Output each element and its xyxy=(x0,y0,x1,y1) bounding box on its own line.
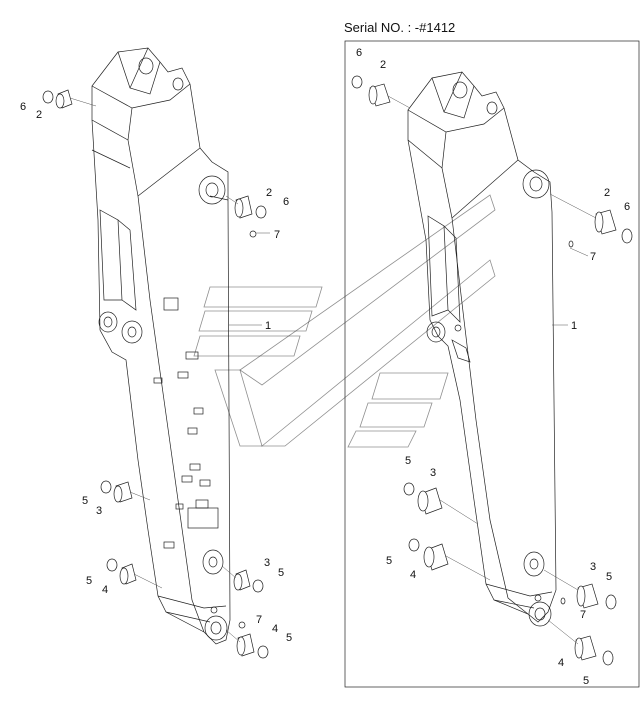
shim-5-right-d xyxy=(602,650,614,666)
callout-5: 5 xyxy=(583,675,589,687)
grease-fitting-7-left-b xyxy=(238,621,246,629)
callout-2: 2 xyxy=(36,109,42,121)
left-parts xyxy=(42,89,269,659)
callout-6: 6 xyxy=(283,196,289,208)
callout-7: 7 xyxy=(590,251,596,263)
callout-5: 5 xyxy=(606,571,612,583)
watermark-logo xyxy=(193,194,496,448)
callout-5: 5 xyxy=(405,455,411,467)
right-parts xyxy=(351,75,633,666)
callout-7: 7 xyxy=(274,229,280,241)
shim-5-left-c xyxy=(252,579,264,593)
shim-6-right-top xyxy=(351,75,363,89)
right-leader-lines xyxy=(552,247,589,326)
callout-2: 2 xyxy=(266,187,272,199)
callout-2: 2 xyxy=(604,187,610,199)
boom-right xyxy=(407,71,557,627)
callout-6: 6 xyxy=(624,201,630,213)
callout-7: 7 xyxy=(256,614,262,626)
left-leader-lines xyxy=(229,232,270,326)
grease-fitting-7-right xyxy=(568,240,574,248)
callout-3: 3 xyxy=(430,467,436,479)
grease-fitting-7-right-b xyxy=(560,597,566,605)
shim-5-right-a xyxy=(403,482,415,496)
callout-7: 7 xyxy=(580,609,586,621)
shim-6-left-upper xyxy=(255,205,267,219)
shim-5-left-b xyxy=(106,558,118,572)
callout-4: 4 xyxy=(272,623,278,635)
serial-number-label: Serial NO. : -#1412 xyxy=(344,20,456,35)
shim-6-right-upper xyxy=(621,228,633,244)
grease-fitting-7-left xyxy=(249,230,257,238)
shim-5-right-c xyxy=(605,594,617,610)
callout-5: 5 xyxy=(86,575,92,587)
callout-3: 3 xyxy=(96,505,102,517)
callout-6: 6 xyxy=(356,47,362,59)
callout-5: 5 xyxy=(386,555,392,567)
shim-5-left-d xyxy=(257,645,269,659)
right-callouts: 6 2 2 6 7 1 5 3 5 4 3 5 7 4 5 xyxy=(356,47,630,687)
callout-1: 1 xyxy=(571,320,577,332)
callout-1: 1 xyxy=(265,320,271,332)
callout-3: 3 xyxy=(264,557,270,569)
callout-6: 6 xyxy=(20,101,26,113)
boom-left xyxy=(91,47,231,645)
serial-range-frame xyxy=(344,40,640,688)
callout-5: 5 xyxy=(278,567,284,579)
callout-3: 3 xyxy=(590,561,596,573)
callout-2: 2 xyxy=(380,59,386,71)
callout-5: 5 xyxy=(82,495,88,507)
callout-5: 5 xyxy=(286,632,292,644)
callout-4: 4 xyxy=(558,657,564,669)
shim-5-left-a xyxy=(100,480,112,494)
callout-4: 4 xyxy=(102,584,108,596)
shim-5-right-b xyxy=(408,538,420,552)
shim-6-left-top xyxy=(42,90,54,104)
left-callouts: 6 2 2 6 7 1 5 3 5 4 3 5 7 4 5 xyxy=(20,101,292,644)
callout-4: 4 xyxy=(410,569,416,581)
